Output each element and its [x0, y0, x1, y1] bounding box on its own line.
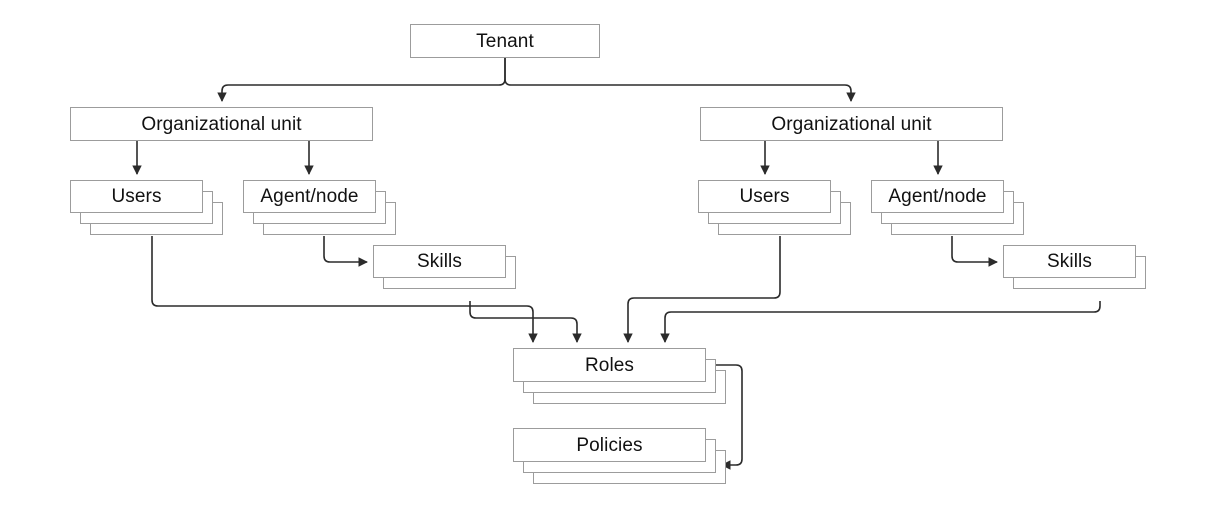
- node-ou-left[interactable]: Organizational unit: [70, 107, 373, 141]
- node-ou-right[interactable]: Organizational unit: [700, 107, 1003, 141]
- node-agent-left-label: Agent/node: [260, 186, 359, 207]
- node-policies[interactable]: Policies: [513, 428, 726, 484]
- node-skills-right-card[interactable]: Skills: [1003, 245, 1136, 278]
- node-agent-right[interactable]: Agent/node: [871, 180, 1024, 235]
- node-skills-right[interactable]: Skills: [1003, 245, 1146, 289]
- node-users-left[interactable]: Users: [70, 180, 223, 235]
- node-policies-card[interactable]: Policies: [513, 428, 706, 462]
- node-skills-right-label: Skills: [1047, 251, 1092, 272]
- edge-tenant-to-ou-right: [504, 58, 856, 102]
- node-agent-right-label: Agent/node: [888, 186, 987, 207]
- node-skills-left-label: Skills: [417, 251, 462, 272]
- node-roles[interactable]: Roles: [513, 348, 726, 404]
- node-ou-right-card[interactable]: Organizational unit: [700, 107, 1003, 141]
- edge-users-right-to-roles: [623, 236, 781, 343]
- node-ou-left-card[interactable]: Organizational unit: [70, 107, 373, 141]
- node-roles-card[interactable]: Roles: [513, 348, 706, 382]
- edge-agent-left-to-skills: [323, 236, 368, 267]
- node-agent-right-card[interactable]: Agent/node: [871, 180, 1004, 213]
- node-users-right[interactable]: Users: [698, 180, 851, 235]
- node-skills-left[interactable]: Skills: [373, 245, 516, 289]
- node-tenant[interactable]: Tenant: [410, 24, 600, 58]
- node-tenant-label: Tenant: [476, 30, 534, 52]
- edge-skills-right-to-roles: [660, 301, 1101, 343]
- node-users-right-card[interactable]: Users: [698, 180, 831, 213]
- node-users-left-label: Users: [111, 186, 162, 207]
- node-ou-right-label: Organizational unit: [771, 113, 932, 135]
- node-agent-left-card[interactable]: Agent/node: [243, 180, 376, 213]
- edge-agent-right-to-skills: [951, 236, 998, 267]
- edge-skills-left-to-roles: [469, 301, 582, 343]
- edge-tenant-to-ou-left: [217, 58, 506, 102]
- node-policies-label: Policies: [576, 434, 643, 456]
- node-ou-left-label: Organizational unit: [141, 113, 302, 135]
- node-roles-label: Roles: [584, 354, 635, 376]
- node-users-right-label: Users: [739, 186, 790, 207]
- node-tenant-card[interactable]: Tenant: [410, 24, 600, 58]
- node-users-left-card[interactable]: Users: [70, 180, 203, 213]
- node-skills-left-card[interactable]: Skills: [373, 245, 506, 278]
- node-agent-left[interactable]: Agent/node: [243, 180, 396, 235]
